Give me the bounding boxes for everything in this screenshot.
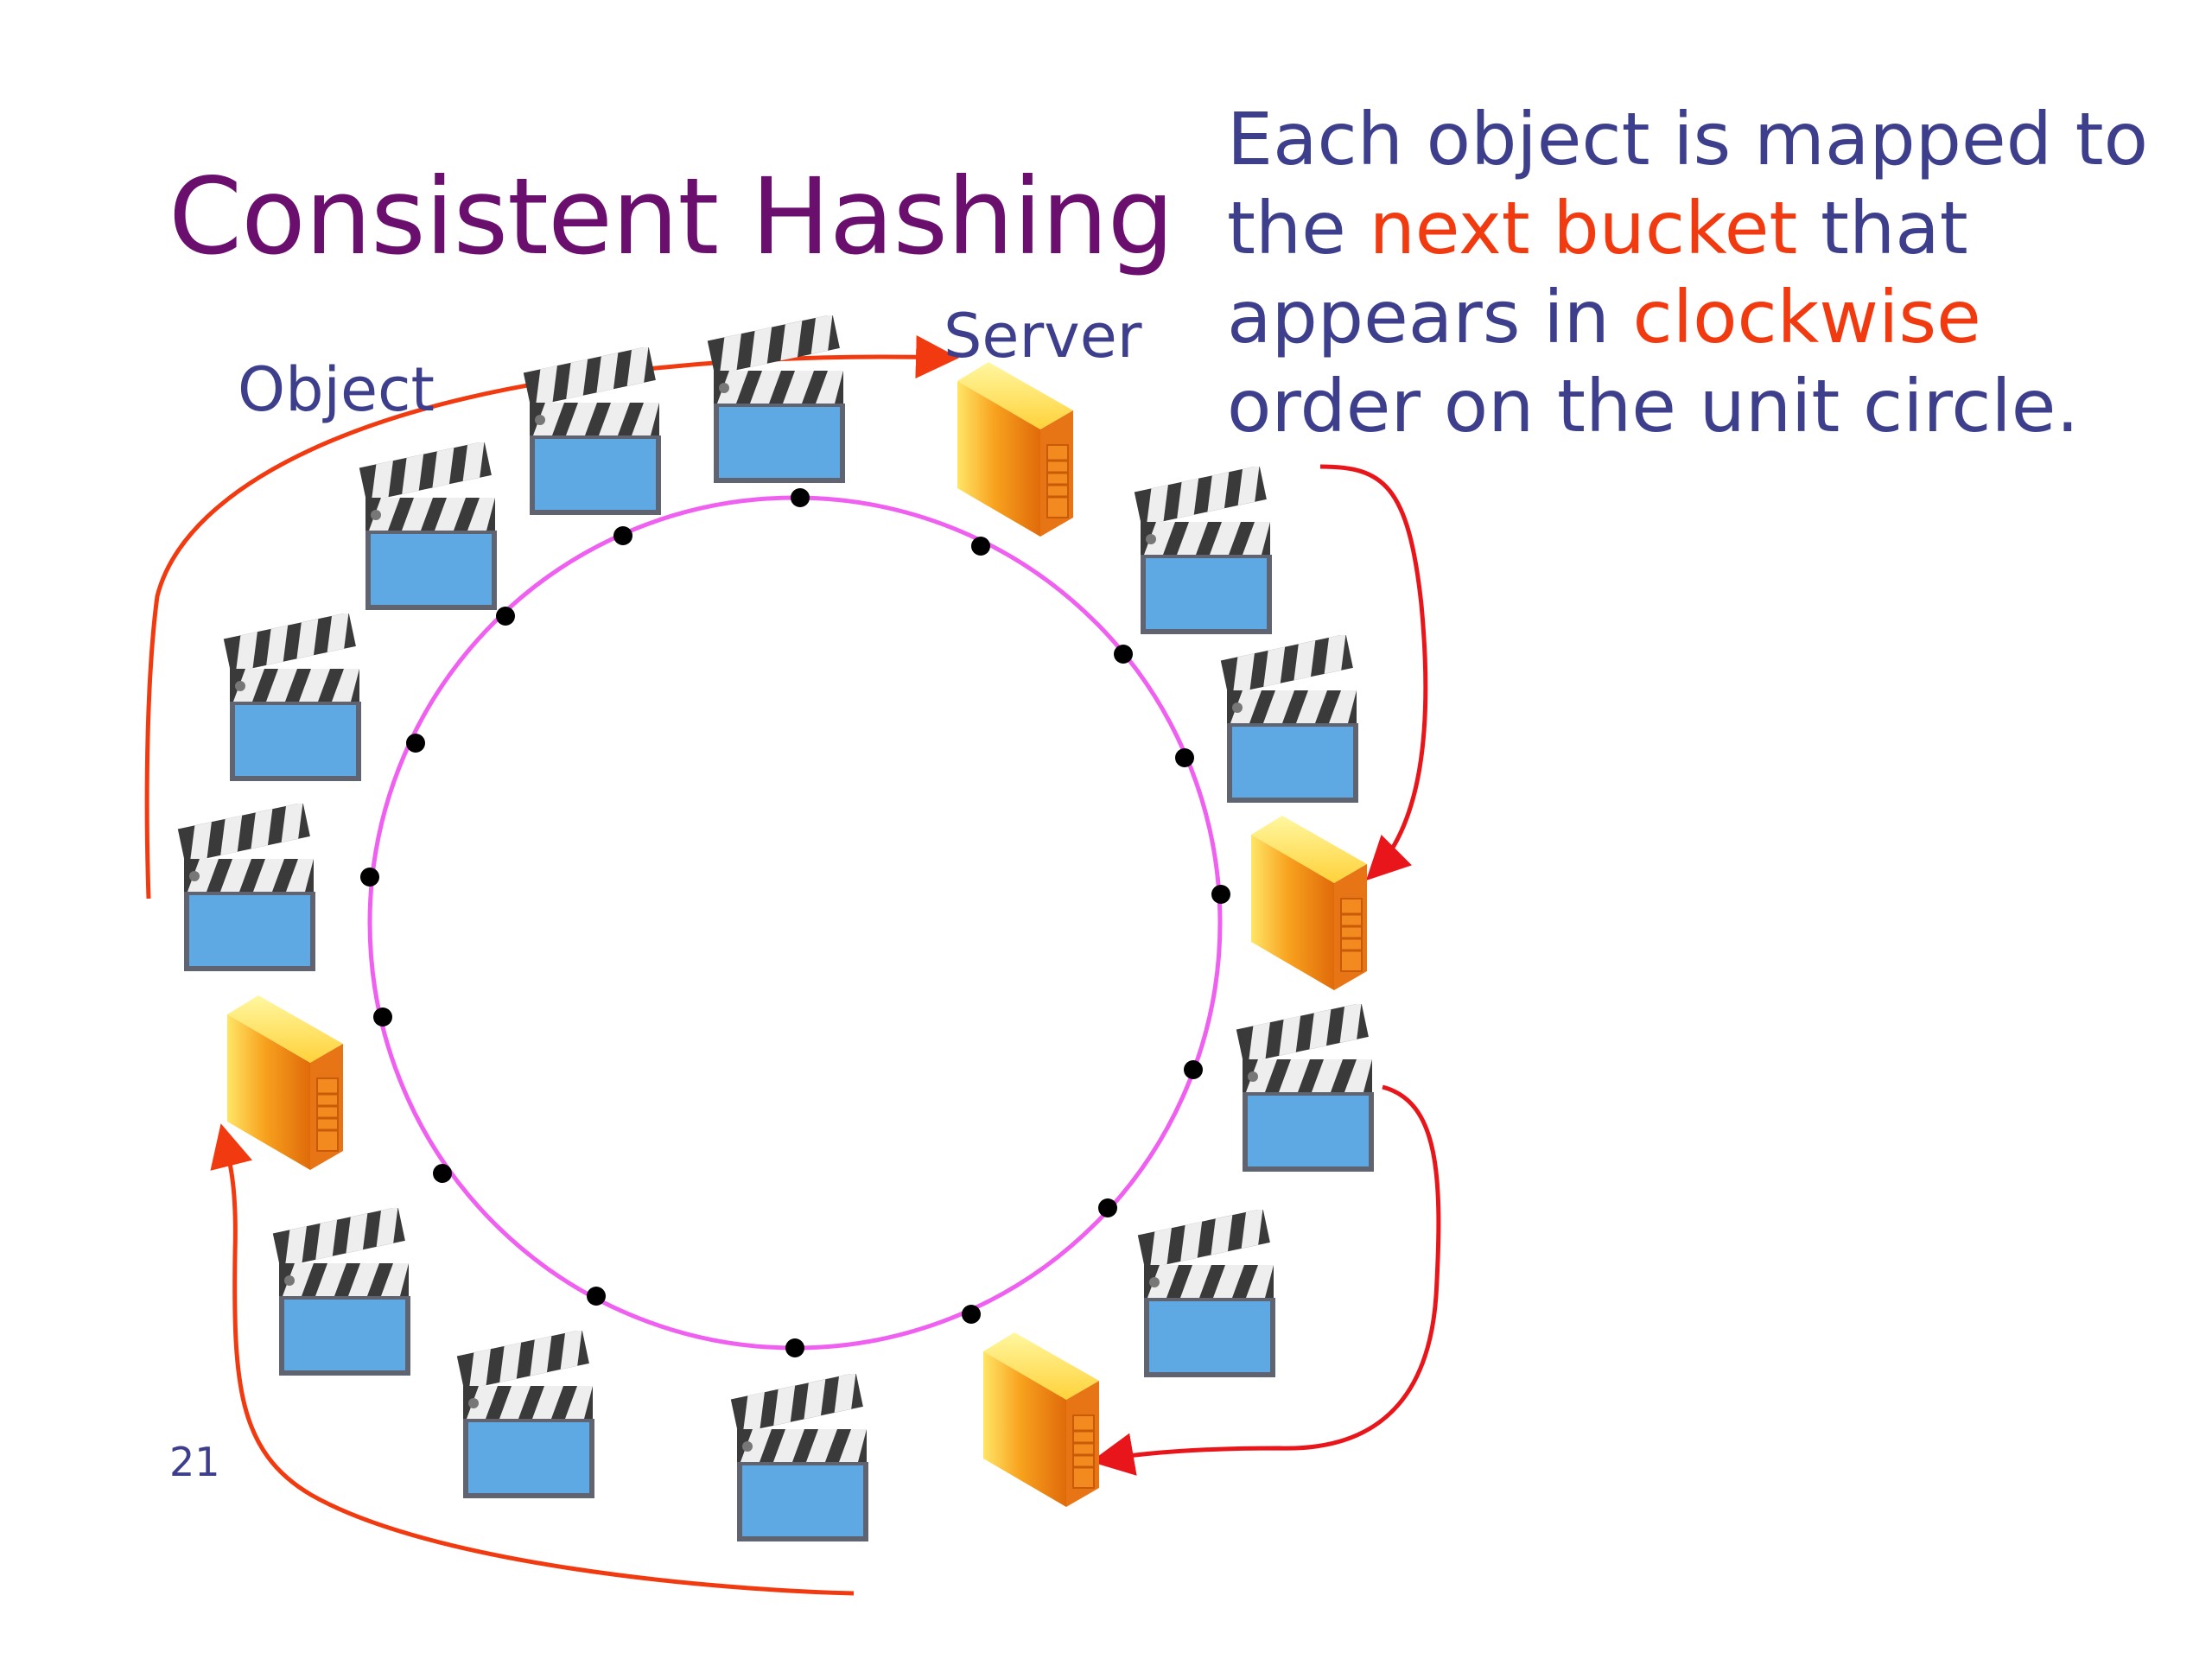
arrow-object-to-server-top [144,335,959,899]
clapperboard-icon [707,315,845,483]
desc-part1: Each object is mapped to the [1227,97,2148,270]
ring-dot [1098,1198,1117,1217]
description-text: Each object is mapped to the next bucket… [1227,95,2195,451]
ring-dot [433,1164,452,1183]
ring-dot [587,1287,606,1306]
server-tower-icon [226,994,345,1172]
ring-dot [496,607,515,626]
ring-dot [1184,1060,1203,1079]
page-number: 21 [169,1439,220,1485]
clapperboard-icon [456,1331,594,1498]
ring-dot [1211,885,1230,904]
desc-highlight-next-bucket: next bucket [1369,186,1798,270]
clapperboard-icon [1236,1004,1374,1172]
clapperboard-icon [177,804,315,971]
clapperboard-icon [1137,1210,1275,1377]
desc-highlight-clockwise: clockwise [1632,275,1981,359]
desc-part3: order on the unit circle. [1227,364,2080,448]
arrow-object-to-server-left [210,1123,855,1596]
clapperboard-icon [223,613,361,781]
ring-dot [360,868,379,887]
clapperboard-icon [1134,467,1272,634]
clapperboard-icon [730,1374,868,1541]
server-label: Server [944,301,1142,372]
arrow-clockwise-right-bottom [1090,1084,1441,1476]
arrow-clockwise-right-top [1319,464,1428,881]
ring-dot [406,734,425,753]
ring-dots [360,488,1230,1357]
clapperboard-icon [1220,635,1358,803]
ring-dot [791,488,810,507]
ring-dot [373,1007,392,1027]
server-tower-icon [982,1331,1101,1509]
ring-dot [785,1338,804,1357]
ring-dot [962,1305,981,1324]
clapperboard-icon [359,442,497,610]
server-tower-icon [956,360,1075,538]
clapperboard-icon [523,347,661,515]
server-tower-icon [1249,814,1369,992]
hash-ring [367,495,1223,1351]
ring-dot [1114,645,1133,664]
ring-dot [971,537,990,556]
slide-title: Consistent Hashing [168,156,1174,278]
ring-dot [613,526,632,545]
ring-dot [1175,748,1194,767]
desc-part2: that appears in [1227,186,1968,359]
clapperboard-icon [272,1208,410,1376]
object-label: Object [238,354,435,425]
